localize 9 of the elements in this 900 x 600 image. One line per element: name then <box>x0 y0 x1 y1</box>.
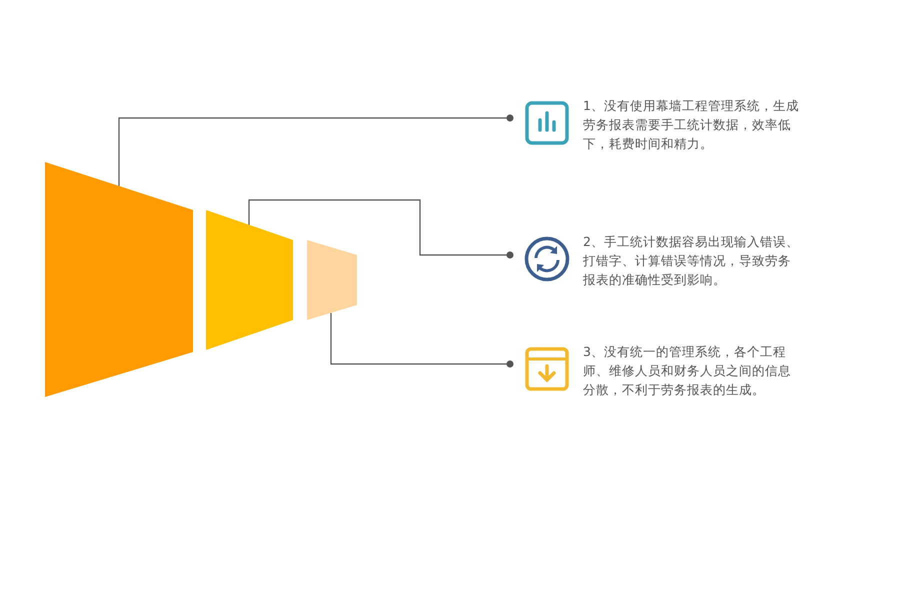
description-text: 3、没有统一的管理系统，各个工程师、维修人员和财务人员之间的信息分散，不利于劳务报表的生成。 <box>583 343 792 399</box>
trapezoid-shape <box>45 162 193 397</box>
description-text: 1、没有使用幕墙工程管理系统，生成劳务报表需要手工统计数据，效率低下，耗费时间和精力。 <box>583 97 800 153</box>
trapezoid-shape <box>206 210 293 350</box>
leader-line <box>330 313 514 368</box>
leader-line <box>118 114 514 186</box>
leader-line <box>248 199 514 258</box>
description-text: 2、手工统计数据容易出现输入错误、打错字、计算错误等情况，导致劳务报表的准确性受到影响。 <box>583 233 800 289</box>
trapezoid-shape <box>307 240 357 320</box>
